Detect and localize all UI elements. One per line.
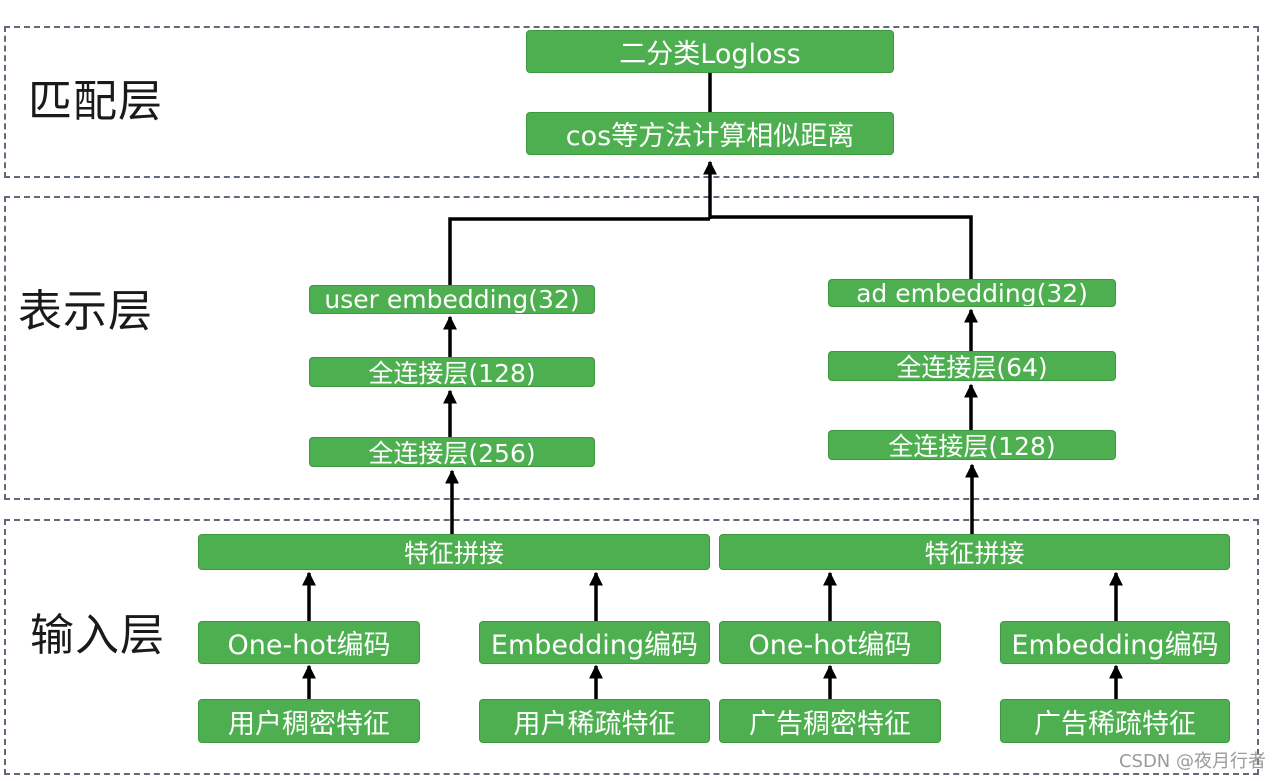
- ad-dense-features-node: 广告稠密特征: [719, 699, 941, 743]
- logloss-node: 二分类Logloss: [526, 30, 894, 73]
- user-embedding-node: user embedding(32): [309, 285, 595, 314]
- match-layer-label: 匹配层: [28, 76, 163, 127]
- ad-feature-concat-node: 特征拼接: [719, 534, 1230, 570]
- ad-embedding-node: ad embedding(32): [828, 279, 1116, 307]
- user-sparse-features-node: 用户稀疏特征: [479, 699, 710, 743]
- match-layer-frame: [4, 26, 1259, 178]
- cos-similarity-node: cos等方法计算相似距离: [526, 112, 894, 155]
- connector-user-branch: [448, 217, 710, 285]
- user-fc256-node: 全连接层(256): [309, 437, 595, 467]
- csdn-watermark: CSDN @夜月行者: [1118, 751, 1266, 772]
- user-feature-concat-node: 特征拼接: [198, 534, 710, 570]
- user-fc128-node: 全连接层(128): [309, 357, 595, 387]
- ad-embedding-encoding-node: Embedding编码: [1000, 621, 1230, 664]
- ad-fc64-node: 全连接层(64): [828, 351, 1116, 381]
- connector-ad-branch: [710, 215, 973, 279]
- ad-onehot-encoding-node: One-hot编码: [719, 621, 941, 664]
- ad-fc128-node: 全连接层(128): [828, 430, 1116, 460]
- input-layer-frame: [4, 519, 1259, 775]
- user-embedding-encoding-node: Embedding编码: [479, 621, 710, 664]
- representation-layer-frame: [4, 196, 1259, 500]
- ad-sparse-features-node: 广告稀疏特征: [1000, 699, 1230, 743]
- user-dense-features-node: 用户稠密特征: [198, 699, 420, 743]
- representation-layer-label: 表示层: [18, 286, 153, 337]
- input-layer-label: 输入层: [30, 610, 165, 661]
- user-onehot-encoding-node: One-hot编码: [198, 621, 420, 664]
